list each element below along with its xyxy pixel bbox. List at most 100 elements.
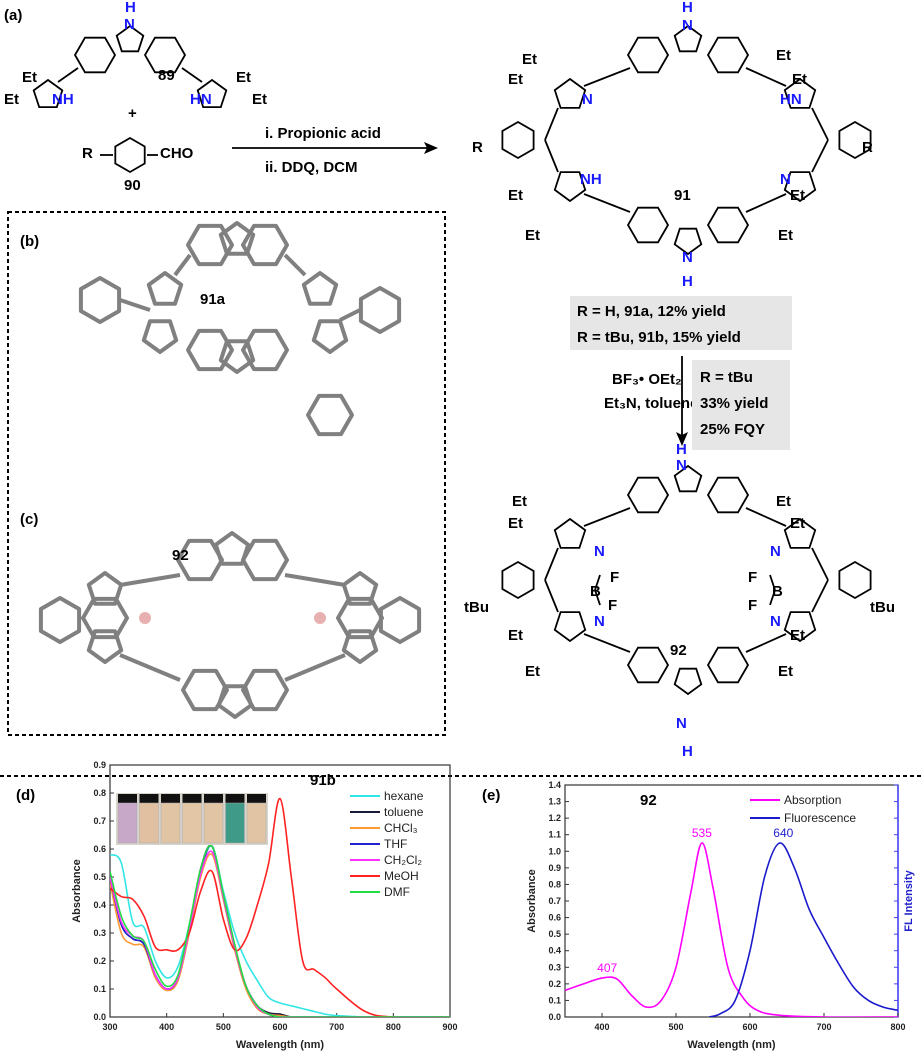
x-tick-label: 600 [742, 1022, 757, 1032]
y-tick-label: 0.0 [93, 1012, 106, 1022]
y-tick-label: 0.7 [93, 816, 106, 826]
benzene-ring [626, 646, 670, 684]
atom-label: Et [790, 627, 805, 644]
atom-label: H [682, 0, 693, 16]
phenyl-ring [838, 560, 872, 600]
atom-label: N [594, 613, 605, 630]
legend-label: THF [384, 837, 407, 851]
crystal-ring [341, 629, 379, 664]
crystal-ring [311, 319, 349, 354]
crystal-bond [173, 253, 192, 277]
atom-label: Et [22, 69, 37, 86]
y2-axis-label: FL Intensity [903, 869, 915, 931]
pyrrole-ring [553, 77, 587, 109]
pyrrole-ring [553, 517, 587, 549]
y-tick-label: 1.1 [548, 830, 561, 840]
crystal-ring [86, 571, 124, 606]
atom-label: Et [508, 187, 523, 204]
vial-photo-inset [116, 793, 268, 845]
x-tick-label: 700 [329, 1022, 344, 1032]
x-tick-label: 300 [102, 1022, 117, 1032]
x-tick-label: 400 [594, 1022, 609, 1032]
crystal-ring [38, 596, 82, 644]
pyrrole-ring [783, 611, 817, 643]
compound-91-label: 91 [674, 187, 691, 204]
phenyl-ring [501, 560, 535, 600]
atom-label: R [472, 139, 483, 156]
pyrrole-ring [673, 24, 703, 53]
vial [225, 802, 245, 844]
compound-90-label: 90 [124, 177, 141, 194]
y-tick-label: 0.8 [93, 788, 106, 798]
legend-label: DMF [384, 885, 410, 899]
y-tick-label: 0.9 [93, 760, 106, 770]
benzene-ring [706, 206, 750, 244]
atom-label: Et [4, 91, 19, 108]
atom-label: F [610, 569, 619, 586]
crystal-ring [86, 629, 124, 664]
crystal-ring [81, 596, 129, 640]
vial [246, 802, 267, 844]
atom-label: tBu [870, 599, 895, 616]
atom-label: H [125, 0, 136, 16]
bond [811, 107, 829, 141]
chart-e-absorption-fluorescence-92: 0.00.10.20.30.40.50.60.70.80.91.01.11.21… [526, 780, 915, 1051]
benzene-ring [73, 36, 117, 74]
atom-label: H [676, 441, 687, 458]
pyrrole-ring [196, 78, 228, 108]
result-fqy: 25% FQY [700, 421, 765, 438]
crystal-ring [186, 223, 234, 267]
pyrrole-ring [673, 667, 703, 696]
crystal-ring [186, 328, 234, 372]
x-tick-label: 500 [216, 1022, 231, 1032]
bond [769, 589, 776, 606]
benzene-ring [114, 136, 146, 174]
atom-label: F [608, 597, 617, 614]
y-tick-label: 0.6 [93, 844, 106, 854]
bond [57, 67, 79, 83]
crystal-ring [358, 286, 402, 334]
y-axis-label: Absorbance [526, 869, 538, 933]
crystal-ring [241, 223, 289, 267]
bond [745, 67, 787, 87]
vial-cap [139, 794, 159, 803]
bond [544, 107, 559, 141]
crystal-bond [119, 573, 181, 587]
atom-label: Et [776, 493, 791, 510]
crystal-bond [339, 308, 361, 322]
bond [544, 547, 559, 581]
bond [811, 579, 829, 613]
atom-label: B [590, 583, 601, 600]
vial-cap [225, 794, 245, 803]
step2-text: ii. DDQ, DCM [265, 159, 358, 176]
pyrrole-ring [115, 24, 145, 53]
x-tick-label: 800 [890, 1022, 905, 1032]
vial [160, 802, 181, 844]
crystal-ring [241, 668, 289, 712]
crystal-ring [216, 684, 254, 719]
x-tick-label: 600 [272, 1022, 287, 1032]
aldehyde-cho: CHO [160, 145, 194, 162]
atom-label: H [682, 273, 693, 290]
chart-title: 91b [310, 772, 336, 789]
benzene-ring [706, 476, 750, 514]
y-tick-label: 0.5 [548, 929, 561, 939]
atom-label: F [748, 569, 757, 586]
crystal-bond [284, 653, 346, 682]
bond [745, 633, 787, 653]
atom-label: N [682, 249, 693, 266]
crystal-92-label: 92 [172, 547, 189, 564]
plus-sign: + [128, 105, 137, 122]
y-axis-label: Absorbance [71, 859, 83, 923]
atom-label: N [770, 613, 781, 630]
series-line-meoh [110, 797, 450, 1017]
y-tick-label: 0.4 [93, 900, 106, 910]
atom-label: Et [525, 227, 540, 244]
crystal-ring [336, 596, 384, 640]
series-line-chcl [110, 853, 450, 1017]
atom-label: H [682, 743, 693, 760]
atom-label: Et [508, 627, 523, 644]
